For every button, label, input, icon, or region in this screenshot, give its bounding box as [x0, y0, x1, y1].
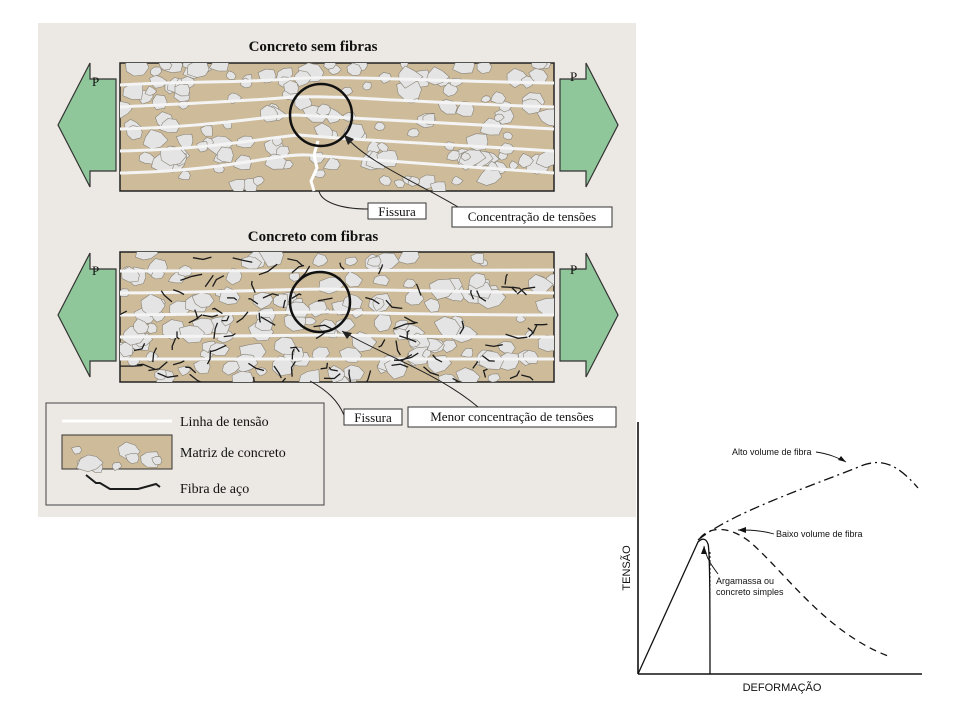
legend-matrix: Matriz de concreto — [180, 446, 286, 461]
aggregate — [430, 182, 446, 196]
low-fiber-label: Baixo volume de fibra — [776, 529, 863, 539]
stress-strain-graph: TENSÃO DEFORMAÇÃO Alto volume de fibra B… — [600, 412, 960, 720]
load-arrow-left-bottom — [58, 253, 116, 377]
load-arrow-left-top — [58, 63, 116, 187]
stress-callout-bottom: Menor concentração de tensões — [430, 409, 594, 424]
load-label-right-top: P — [570, 69, 577, 84]
x-axis-label: DEFORMAÇÃO — [743, 681, 822, 694]
top-concrete-specimen — [113, 56, 563, 195]
aggregate — [152, 95, 167, 110]
bottom-panel-title: Concreto com fibras — [248, 229, 379, 245]
stress-callout-top: Concentração de tensões — [468, 209, 597, 224]
aggregate — [453, 57, 475, 74]
aggregate — [210, 57, 229, 71]
load-label-left-top: P — [92, 74, 99, 89]
top-panel-title: Concreto sem fibras — [249, 39, 378, 55]
high-fiber-label: Alto volume de fibra — [732, 447, 812, 457]
crack-leader-top — [319, 191, 368, 209]
arrowhead-icon — [738, 527, 746, 533]
legend: Linha de tensão Matriz de concreto Fibra… — [46, 403, 324, 505]
load-label-right-bottom: P — [570, 262, 577, 277]
arrowhead-icon — [701, 546, 707, 554]
aggregate — [232, 371, 254, 388]
plain-label-line1: Argamassa ou — [716, 576, 774, 586]
fiber-concrete-diagram: Concreto sem fibras P P Fissura Concentr… — [38, 23, 636, 517]
load-arrow-right-bottom — [560, 253, 618, 377]
aggregate — [175, 84, 190, 96]
load-arrow-right-top — [560, 63, 618, 187]
arrowhead-icon — [838, 456, 846, 462]
y-axis-label: TENSÃO — [620, 545, 633, 591]
plain-concrete-curve — [638, 539, 710, 674]
bottom-concrete-specimen — [114, 244, 561, 389]
crack-callout-bottom: Fissura — [354, 410, 392, 425]
legend-fiber: Fibra de aço — [180, 482, 249, 497]
legend-stress-line: Linha de tensão — [180, 415, 269, 430]
steel-fiber — [120, 366, 143, 367]
plain-label-line2: concreto simples — [716, 587, 784, 597]
load-label-left-bottom: P — [92, 263, 99, 278]
crack-callout-top: Fissura — [378, 204, 416, 219]
aggregate — [398, 247, 420, 264]
plain-leader — [704, 546, 718, 574]
